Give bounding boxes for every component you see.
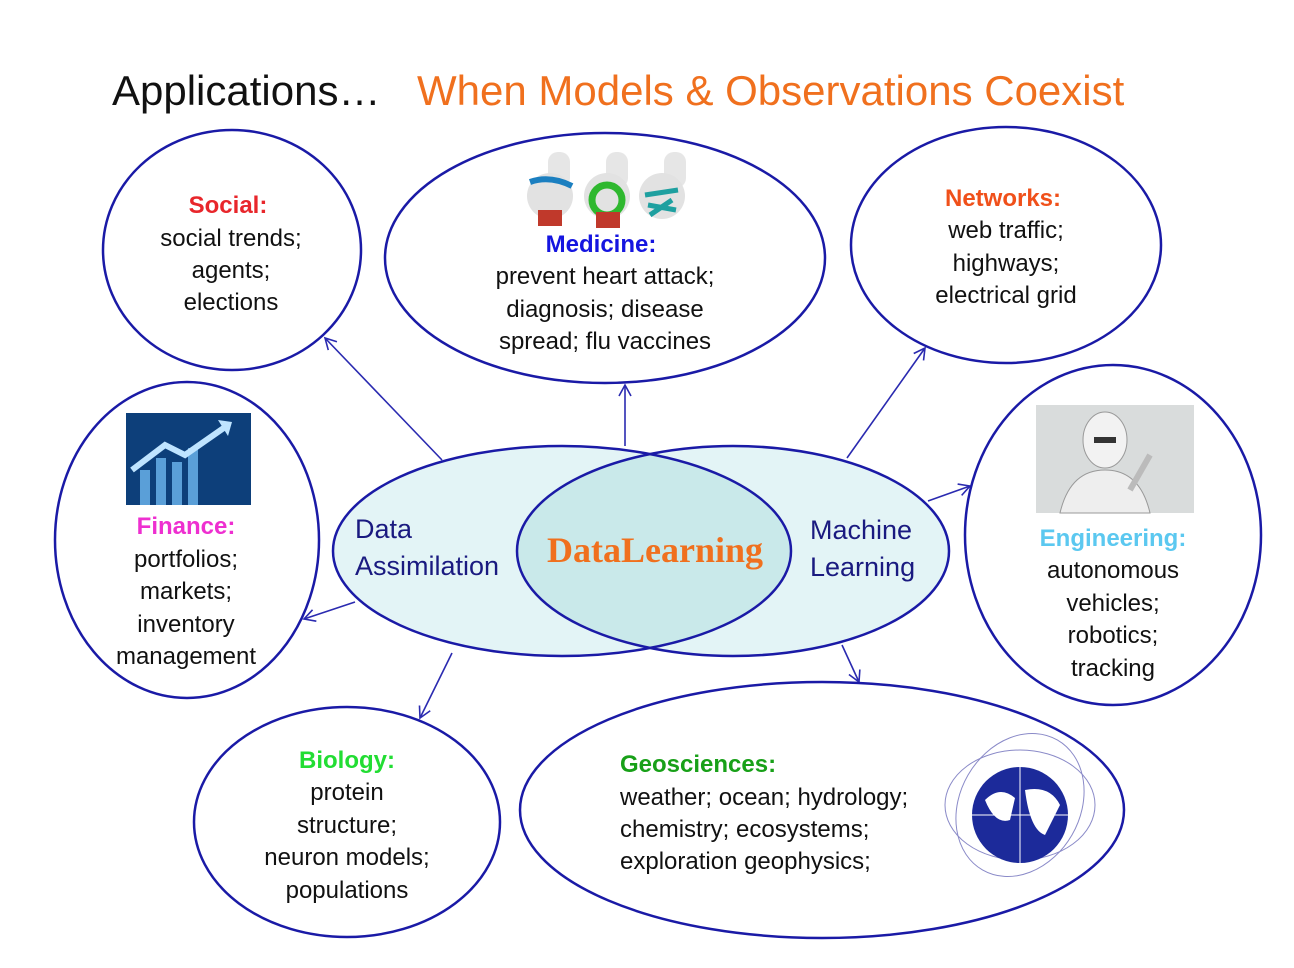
globe-image — [944, 732, 1096, 878]
title-suffix: When Models & Observations Coexist — [417, 67, 1125, 114]
arrow-engineering — [927, 483, 972, 502]
finance-chart-image — [126, 413, 251, 505]
engineering-line: tracking — [1071, 655, 1155, 682]
biology-line: protein — [310, 779, 383, 806]
arrow-networks — [846, 346, 926, 459]
arrow-finance — [302, 601, 356, 623]
node-biology: Biology: protein structure; neuron model… — [192, 705, 502, 939]
engineering-heading: Engineering: — [1040, 525, 1187, 552]
finance-line: inventory — [137, 611, 234, 638]
geosciences-line: weather; ocean; hydrology; — [619, 784, 908, 811]
social-line: agents; — [192, 257, 271, 284]
data-assimilation-label: Data — [355, 514, 413, 544]
arrow-geosciences — [841, 644, 861, 684]
geosciences-line: exploration geophysics; — [620, 848, 871, 875]
biology-line: populations — [286, 877, 409, 904]
social-heading: Social: — [189, 192, 268, 219]
finance-line: management — [116, 643, 256, 670]
machine-learning-label: Learning — [810, 552, 915, 582]
networks-line: web traffic; — [947, 217, 1064, 244]
engineering-line: robotics; — [1068, 622, 1159, 649]
node-geosciences: Geosciences: weather; ocean; hydrology; … — [518, 680, 1126, 940]
engineering-line: autonomous — [1047, 557, 1179, 584]
arrows — [302, 336, 972, 720]
networks-line: electrical grid — [935, 282, 1076, 309]
medicine-line: prevent heart attack; — [496, 263, 715, 290]
engineering-line: vehicles; — [1066, 590, 1159, 617]
biology-line: structure; — [297, 812, 397, 839]
robot-image — [1036, 405, 1194, 514]
arrow-biology — [418, 652, 453, 720]
node-finance: Finance: portfolios; markets; inventory … — [53, 380, 321, 700]
networks-heading: Networks: — [945, 185, 1061, 212]
biology-line: neuron models; — [264, 844, 429, 871]
node-social: Social: social trends; agents; elections — [101, 128, 363, 372]
finance-heading: Finance: — [137, 513, 236, 540]
medicine-line: diagnosis; disease — [506, 296, 703, 323]
venn-center: Data Assimilation DataLearning Machine L… — [331, 444, 951, 658]
heart-models-image — [527, 152, 686, 228]
title-prefix: Applications… — [112, 67, 380, 114]
arrow-social — [323, 336, 443, 461]
networks-line: highways; — [953, 250, 1060, 277]
node-engineering: Engineering: autonomous vehicles; roboti… — [963, 363, 1263, 707]
datalearning-label: DataLearning — [547, 530, 763, 570]
finance-line: markets; — [140, 578, 232, 605]
data-assimilation-label: Assimilation — [355, 551, 499, 581]
social-line: social trends; — [160, 225, 301, 252]
biology-heading: Biology: — [299, 747, 395, 774]
node-networks: Networks: web traffic; highways; electri… — [849, 125, 1163, 365]
geosciences-line: chemistry; ecosystems; — [620, 816, 869, 843]
overlap-region — [517, 446, 791, 656]
medicine-heading: Medicine: — [546, 231, 657, 258]
machine-learning-label: Machine — [810, 515, 912, 545]
node-medicine: Medicine: prevent heart attack; diagnosi… — [383, 131, 827, 385]
medicine-line: spread; flu vaccines — [499, 328, 711, 355]
finance-line: portfolios; — [134, 546, 238, 573]
geosciences-heading: Geosciences: — [620, 751, 776, 778]
social-line: elections — [184, 289, 279, 316]
